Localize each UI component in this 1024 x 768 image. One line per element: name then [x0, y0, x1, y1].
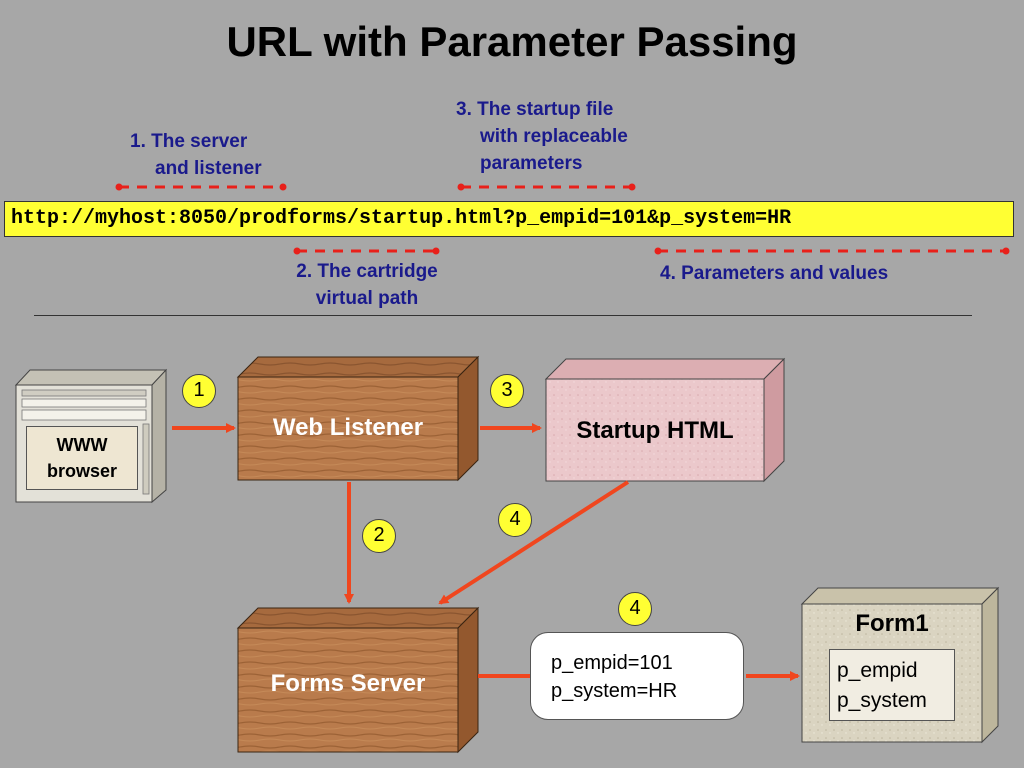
forms-server-label: Forms Server	[270, 670, 426, 697]
annotation-cartridge-path: 2. The cartridge virtual path	[296, 261, 438, 309]
url-highlight: http://myhost:8050/prodforms/startup.htm…	[4, 201, 1014, 237]
startup-html-box	[544, 357, 786, 483]
step-badge-1: 1	[182, 374, 216, 408]
startup-html-label: Startup HTML	[576, 417, 734, 444]
dash-marker-server	[115, 183, 287, 191]
web-listener-box	[236, 355, 480, 482]
params-box: p_empid=101 p_system=HR	[530, 632, 744, 720]
url-text: http://myhost:8050/prodforms/startup.htm…	[11, 207, 792, 230]
dash-marker-cartridge	[293, 247, 440, 255]
step-badge-2: 2	[362, 519, 396, 553]
dash-marker-startup	[457, 183, 636, 191]
form1-title: Form1	[855, 610, 929, 637]
dash-marker-params	[654, 247, 1010, 255]
forms-server-box	[236, 606, 480, 754]
form1-fields: p_empid p_system	[829, 649, 955, 721]
page-title: URL with Parameter Passing	[226, 18, 798, 65]
step-badge-4b: 4	[618, 592, 652, 626]
step-badge-3: 3	[490, 374, 524, 408]
annotation-server-listener: 1. The server and listener	[130, 131, 262, 179]
arrow-startup-to-forms	[438, 480, 630, 605]
web-listener-label: Web Listener	[272, 414, 424, 441]
annotation-params-values: 4. Parameters and values	[660, 263, 889, 284]
divider	[34, 315, 972, 316]
annotation-startup-file: 3. The startup file with replaceable par…	[456, 99, 628, 174]
step-badge-4a: 4	[498, 503, 532, 537]
browser-label: WWW browser	[26, 426, 138, 490]
